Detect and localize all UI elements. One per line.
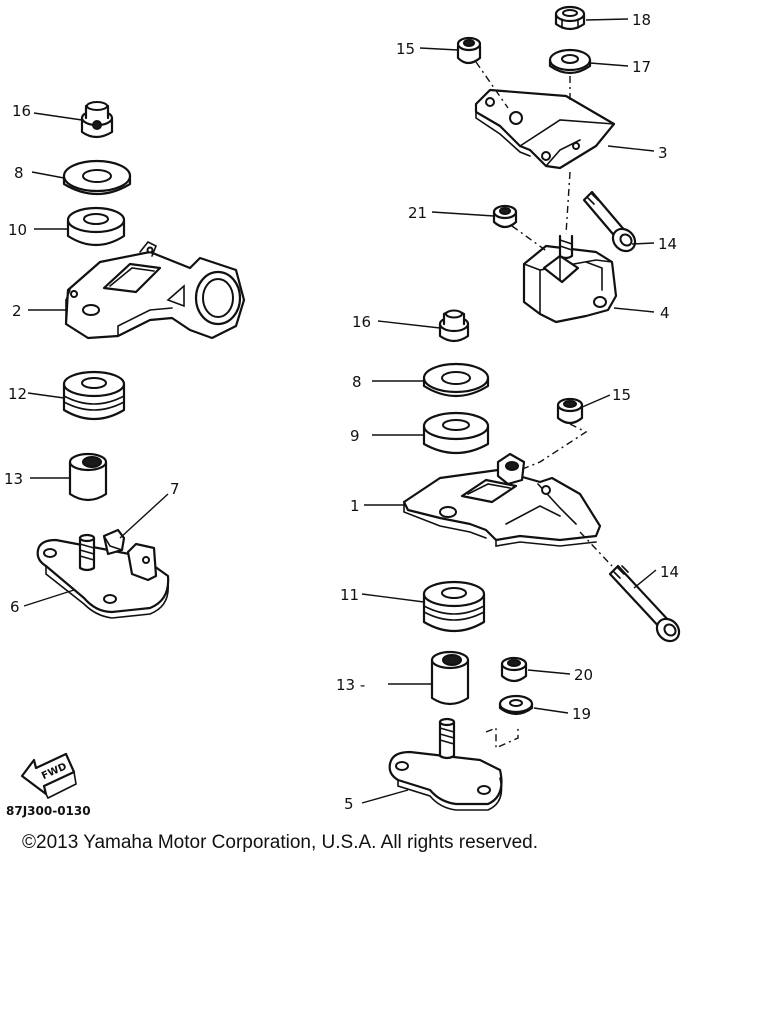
part-17-washer (548, 48, 592, 75)
callout-7: 7 (170, 480, 180, 498)
callout-14-top: 14 (658, 235, 677, 253)
callout-leaders (23, 18, 657, 804)
part-10-damper (66, 206, 126, 247)
assembly-center-lines (475, 61, 613, 750)
part-3-upper-bracket (474, 88, 616, 170)
callout-numbers: 16 8 10 2 12 13 7 6 15 18 17 3 21 14 4 1… (4, 11, 679, 813)
callout-15-top: 15 (396, 40, 415, 58)
part-14-bolt-bottom (608, 564, 681, 643)
part-5-base-plate (388, 717, 503, 811)
callout-9: 9 (350, 427, 360, 445)
callout-17: 17 (632, 58, 651, 76)
part-13-collar-left (68, 452, 108, 502)
callout-19: 19 (572, 705, 591, 723)
callout-1: 1 (350, 497, 360, 515)
part-11-rubber-mount (422, 580, 486, 632)
callout-6: 6 (10, 598, 20, 616)
part-4-mount-block (522, 234, 618, 324)
part-12-rubber-mount (62, 370, 126, 420)
part-8-washer-left (62, 159, 132, 195)
callout-16-right: 16 (352, 313, 371, 331)
callout-8-right: 8 (352, 373, 362, 391)
part-9-damper (422, 411, 490, 454)
part-21-nut (492, 204, 518, 229)
callout-4: 4 (660, 304, 670, 322)
callout-12: 12 (8, 385, 27, 403)
forward-direction-arrow: FWD (20, 752, 77, 800)
callout-5: 5 (344, 795, 354, 813)
callout-20: 20 (574, 666, 593, 684)
part-2-bracket (64, 240, 246, 340)
part-16-nut-left (80, 101, 114, 139)
callout-10: 10 (8, 221, 27, 239)
callout-15-mid: 15 (612, 386, 631, 404)
part-1-main-bracket (402, 452, 602, 547)
callout-8-left: 8 (14, 164, 24, 182)
callout-16-left: 16 (12, 102, 31, 120)
callout-11: 11 (340, 586, 359, 604)
part-7-clip (102, 528, 126, 556)
callout-2: 2 (12, 302, 22, 320)
callout-13-right: 13 - (336, 676, 365, 694)
part-18-nut (554, 5, 586, 31)
document-number: 87J300-0130 (6, 804, 91, 818)
part-15-nut-top (456, 36, 482, 65)
copyright-notice: ©2013 Yamaha Motor Corporation, U.S.A. A… (22, 832, 538, 853)
part-14-bolt-top (582, 190, 637, 253)
callout-21: 21 (408, 204, 427, 222)
callout-18: 18 (632, 11, 651, 29)
part-6-base-plate (36, 533, 170, 619)
callout-14-bottom: 14 (660, 563, 679, 581)
callout-13-left: 13 (4, 470, 23, 488)
part-16-nut-right (438, 309, 470, 343)
part-15-nut-mid (556, 397, 584, 425)
part-13-collar-right (430, 650, 470, 706)
callout-3: 3 (658, 144, 668, 162)
part-19-washer (498, 694, 534, 716)
part-8-washer-right (422, 362, 490, 397)
part-20-nut (500, 656, 528, 683)
